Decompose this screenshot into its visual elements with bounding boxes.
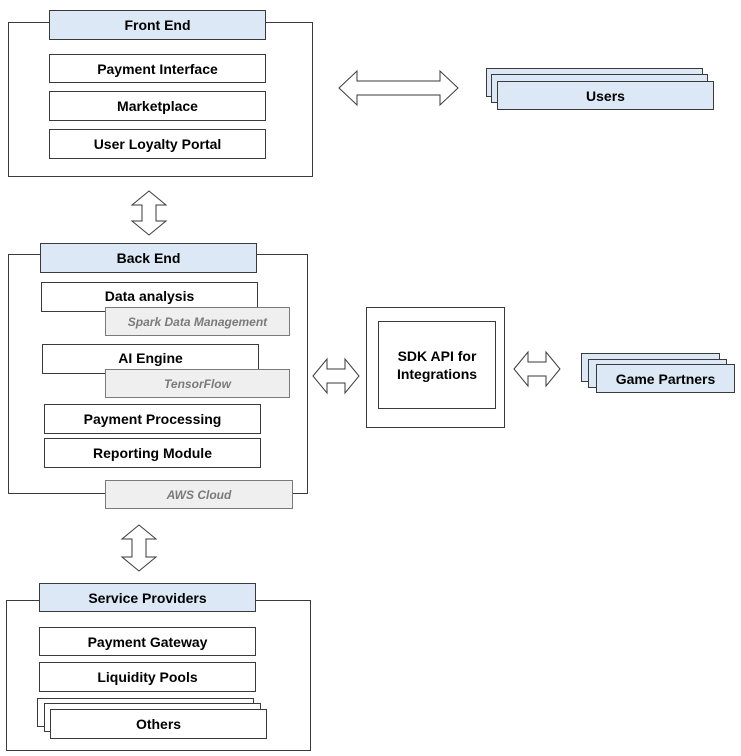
- back-end-sdk-double-arrow: [312, 357, 360, 395]
- sdk-line-2: Integrations: [396, 366, 478, 382]
- tensorflow-tag: TensorFlow: [105, 369, 290, 398]
- sdk-game-partners-double-arrow: [513, 350, 561, 388]
- payment-gateway-box: Payment Gateway: [39, 627, 256, 656]
- back-service-double-arrow: [120, 524, 158, 572]
- payment-processing-box: Payment Processing: [44, 404, 261, 434]
- front-back-double-arrow: [130, 190, 168, 236]
- spark-data-management-tag: Spark Data Management: [105, 307, 290, 336]
- liquidity-pools-box: Liquidity Pools: [39, 662, 256, 692]
- front-end-users-double-arrow: [338, 69, 459, 107]
- others-box: Others: [50, 709, 267, 739]
- reporting-module-box: Reporting Module: [44, 438, 261, 468]
- game-partners-box: Game Partners: [596, 364, 735, 393]
- payment-interface-box: Payment Interface: [49, 54, 266, 83]
- service-providers-header: Service Providers: [39, 583, 256, 612]
- user-loyalty-portal-box: User Loyalty Portal: [49, 129, 266, 159]
- front-end-header: Front End: [49, 10, 266, 40]
- users-box: Users: [497, 81, 714, 110]
- sdk-api-box: SDK API for Integrations: [378, 321, 496, 409]
- sdk-line-1: SDK API for: [397, 348, 477, 364]
- aws-cloud-tag: AWS Cloud: [105, 480, 293, 509]
- marketplace-box: Marketplace: [49, 91, 266, 121]
- back-end-header: Back End: [40, 243, 257, 273]
